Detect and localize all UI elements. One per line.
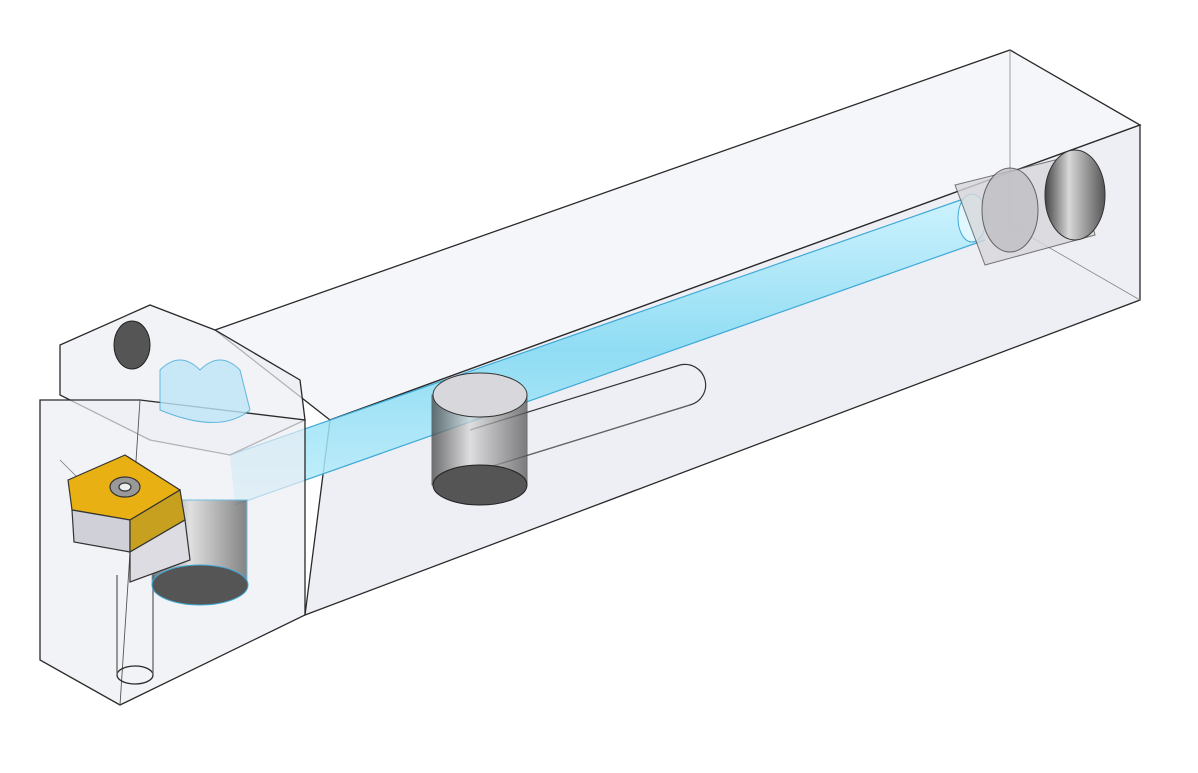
- head-screw: [113, 320, 251, 423]
- rear-plug-screw: [954, 149, 1106, 266]
- clamp-screw: [431, 372, 528, 506]
- cutting-insert: [67, 454, 191, 583]
- seat-screw: [151, 499, 249, 606]
